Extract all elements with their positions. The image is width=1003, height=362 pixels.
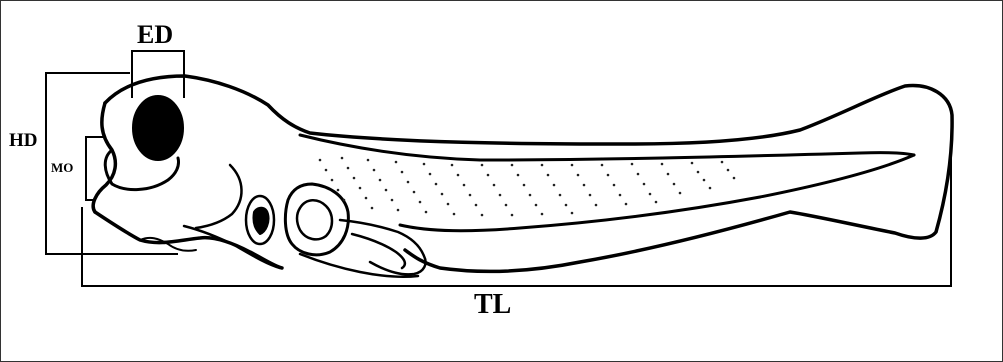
tl-label: TL: [474, 291, 511, 319]
mo-label: MO: [51, 161, 73, 174]
gut-inner: [297, 200, 332, 239]
pectoral-fin-detail: [253, 208, 268, 234]
pigment-dots: [319, 157, 736, 217]
eye: [133, 96, 183, 160]
hd-label: HD: [9, 131, 38, 150]
fish-larva: [93, 76, 952, 277]
operculum: [196, 165, 242, 228]
head-front: [93, 103, 115, 212]
gut-lower-2: [352, 234, 405, 268]
head-underside: [184, 226, 280, 268]
ed-label: ED: [137, 22, 173, 48]
mo-bracket: [86, 137, 106, 200]
